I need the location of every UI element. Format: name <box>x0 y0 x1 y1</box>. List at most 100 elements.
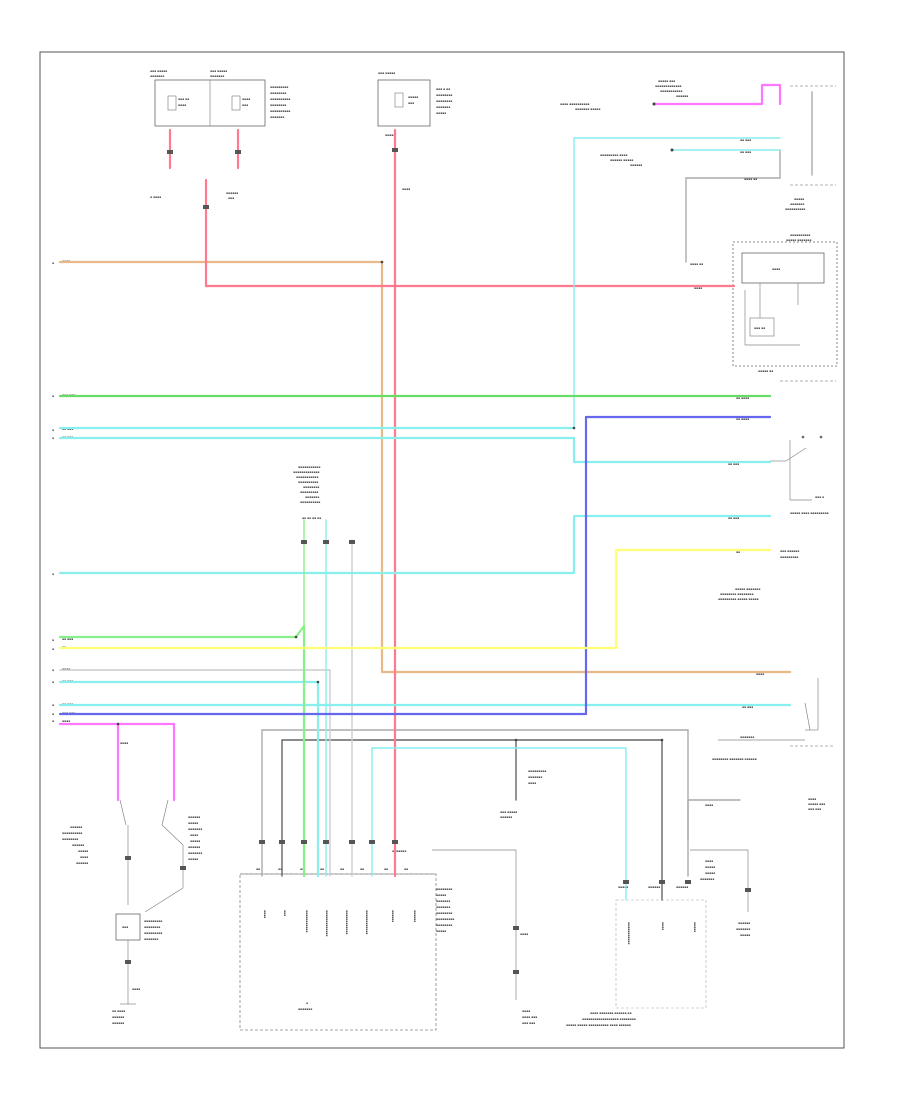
magenta-data-wire <box>652 83 782 106</box>
svg-text:▪: ▪ <box>52 668 54 672</box>
svg-text:▪▪▪▪▪▪▪▪▪▪: ▪▪▪▪▪▪▪▪▪▪ <box>62 831 82 835</box>
svg-text:▪▪▪▪▪▪▪▪: ▪▪▪▪▪▪▪▪ <box>303 485 319 489</box>
right-wire-labels: ▪▪ ▪▪▪▪▪ ▪▪▪▪▪▪▪ ▪▪ ▪▪▪▪ ▪▪▪▪▪▪▪▪ ▪▪▪▪▪▪… <box>690 138 764 709</box>
svg-text:▪▪▪▪▪▪▪▪: ▪▪▪▪▪▪▪▪ <box>436 99 452 103</box>
svg-text:▪▪▪▪: ▪▪▪▪ <box>528 781 536 785</box>
svg-text:▪▪▪▪: ▪▪▪▪ <box>705 803 713 807</box>
svg-text:▪▪▪▪▪ ▪▪▪▪▪ ▪▪▪▪▪▪▪▪▪▪ ▪▪▪▪ ▪▪: ▪▪▪▪▪ ▪▪▪▪▪ ▪▪▪▪▪▪▪▪▪▪ ▪▪▪▪ ▪▪▪▪▪▪ <box>566 1023 631 1027</box>
svg-text:▪▪▪▪▪: ▪▪▪▪▪ <box>618 885 628 889</box>
svg-text:▪▪▪▪▪▪▪▪▪: ▪▪▪▪▪▪▪▪▪ <box>144 919 162 923</box>
svg-text:▪▪▪▪▪▪▪: ▪▪▪▪▪▪▪ <box>740 735 754 739</box>
svg-text:▪▪▪▪▪▪: ▪▪▪▪▪▪ <box>630 163 642 167</box>
svg-text:▪▪▪▪▪▪▪▪▪▪: ▪▪▪▪▪▪▪▪▪▪ <box>790 233 810 237</box>
svg-text:▪▪▪▪▪▪▪▪: ▪▪▪▪▪▪▪▪ <box>436 923 452 927</box>
lower-left-switches: ▪▪▪ ▪▪▪▪▪▪▪▪▪▪▪▪▪▪▪▪▪▪▪▪▪▪▪▪▪▪▪▪▪▪▪▪▪▪▪▪… <box>62 741 202 1025</box>
svg-text:▪▪▪▪▪▪: ▪▪▪▪▪▪ <box>72 843 84 847</box>
svg-text:▪▪▪▪: ▪▪▪▪ <box>178 103 186 107</box>
svg-text:▪▪▪▪▪▪▪▪▪: ▪▪▪▪▪▪▪▪▪ <box>436 917 454 921</box>
svg-text:▪▪▪▪: ▪▪▪▪ <box>62 719 70 723</box>
svg-text:▪▪▪▪▪▪▪▪▪▪: ▪▪▪▪▪▪▪▪▪▪ <box>785 207 805 211</box>
svg-text:▪: ▪ <box>52 647 54 651</box>
svg-text:▪▪▪▪▪: ▪▪▪▪▪ <box>693 922 697 932</box>
svg-text:▪▪▪▪▪▪: ▪▪▪▪▪▪ <box>112 1021 124 1025</box>
svg-text:▪▪▪▪▪▪▪▪▪: ▪▪▪▪▪▪▪▪▪ <box>780 555 798 559</box>
svg-text:▪▪▪▪▪▪: ▪▪▪▪▪▪ <box>676 885 688 889</box>
svg-text:▪▪▪▪▪ ▪▪▪▪ ▪▪▪▪▪▪▪▪▪: ▪▪▪▪▪ ▪▪▪▪ ▪▪▪▪▪▪▪▪▪ <box>790 511 829 515</box>
svg-text:▪▪▪▪▪▪: ▪▪▪▪▪▪ <box>76 861 88 865</box>
svg-text:▪▪▪▪▪: ▪▪▪▪▪ <box>78 849 88 853</box>
svg-text:▪▪▪▪▪▪▪▪▪▪▪▪: ▪▪▪▪▪▪▪▪▪▪▪▪ <box>345 910 349 934</box>
svg-text:▪▪▪▪: ▪▪▪▪ <box>80 855 88 859</box>
abs-connector-label: ▪▪▪▪▪▪▪▪▪▪▪▪▪▪▪▪▪▪▪▪▪▪▪▪▪▪▪▪▪▪▪▪▪▪▪▪▪▪▪▪… <box>293 465 321 520</box>
svg-text:▪▪▪ ▪▪▪▪▪: ▪▪▪ ▪▪▪▪▪ <box>150 69 167 73</box>
orange-wire <box>58 260 792 674</box>
svg-text:▪▪: ▪▪ <box>278 867 282 871</box>
svg-text:▪▪▪▪▪: ▪▪▪▪▪ <box>188 821 198 825</box>
svg-text:▪▪▪▪▪▪▪▪ ▪▪▪▪▪▪▪ ▪▪▪▪▪▪: ▪▪▪▪▪▪▪▪ ▪▪▪▪▪▪▪ ▪▪▪▪▪▪ <box>712 757 757 761</box>
svg-text:▪▪ ▪▪▪▪: ▪▪ ▪▪▪▪ <box>736 396 749 400</box>
svg-text:▪▪▪▪▪: ▪▪▪▪▪ <box>436 111 446 115</box>
svg-text:▪▪▪▪▪▪▪▪: ▪▪▪▪▪▪▪▪ <box>436 887 452 891</box>
svg-text:▪▪▪▪▪▪: ▪▪▪▪▪▪ <box>188 815 200 819</box>
svg-text:▪▪▪▪: ▪▪▪▪ <box>242 97 250 101</box>
svg-text:▪▪▪▪ ▪▪: ▪▪▪▪ ▪▪ <box>744 177 757 181</box>
svg-text:▪▪▪▪: ▪▪▪▪ <box>661 922 665 930</box>
svg-text:▪▪▪▪▪▪▪▪▪: ▪▪▪▪▪▪▪▪▪ <box>528 769 546 773</box>
svg-text:▪▪: ▪▪ <box>340 867 344 871</box>
svg-text:▪▪▪▪▪: ▪▪▪▪▪ <box>190 839 200 843</box>
cyan-wire-c <box>58 514 772 575</box>
svg-text:▪▪▪▪▪: ▪▪▪▪▪ <box>188 857 198 861</box>
svg-text:▪▪▪▪▪▪▪▪▪: ▪▪▪▪▪▪▪▪▪ <box>144 931 162 935</box>
svg-text:▪▪▪▪▪: ▪▪▪▪▪ <box>794 197 804 201</box>
svg-text:▪▪▪▪▪: ▪▪▪▪▪ <box>436 929 446 933</box>
svg-text:▪: ▪ <box>52 719 54 723</box>
svg-text:▪: ▪ <box>52 680 54 684</box>
svg-text:▪▪▪▪▪▪▪▪▪▪▪: ▪▪▪▪▪▪▪▪▪▪▪ <box>660 89 682 93</box>
green-wire-abs <box>58 624 306 878</box>
svg-text:▪▪▪▪▪▪▪▪▪▪▪▪▪: ▪▪▪▪▪▪▪▪▪▪▪▪▪ <box>325 910 329 936</box>
svg-text:▪▪▪▪▪ ▪▪▪: ▪▪▪▪▪ ▪▪▪ <box>808 802 825 806</box>
svg-text:▪▪▪▪▪▪▪ ▪▪▪▪▪: ▪▪▪▪▪▪▪ ▪▪▪▪▪ <box>575 107 600 111</box>
svg-text:▪▪▪: ▪▪▪ <box>242 103 248 107</box>
svg-text:▪▪▪▪▪▪: ▪▪▪▪▪▪ <box>70 825 82 829</box>
svg-text:▪▪▪▪▪▪▪▪▪▪▪▪▪: ▪▪▪▪▪▪▪▪▪▪▪▪▪ <box>655 84 681 88</box>
svg-text:▪▪▪▪▪▪▪: ▪▪▪▪▪▪▪ <box>528 775 542 779</box>
svg-text:▪▪▪▪▪▪▪▪▪: ▪▪▪▪▪▪▪▪▪ <box>300 490 318 494</box>
svg-text:▪▪ ▪▪▪▪: ▪▪ ▪▪▪▪ <box>736 417 749 421</box>
svg-text:▪▪▪▪ ▪▪▪: ▪▪▪▪ ▪▪▪ <box>522 1015 537 1019</box>
svg-text:▪▪▪▪▪▪▪: ▪▪▪▪▪▪▪ <box>736 927 750 931</box>
svg-text:▪▪▪: ▪▪▪ <box>122 925 128 929</box>
svg-text:▪▪▪▪▪▪▪▪ ▪▪▪▪▪▪▪▪: ▪▪▪▪▪▪▪▪ ▪▪▪▪▪▪▪▪ <box>720 592 754 596</box>
svg-text:▪▪▪▪ ▪▪: ▪▪▪▪ ▪▪ <box>690 262 703 266</box>
traction-control-switch: ▪▪▪▪▪▪▪▪ ▪▪▪▪▪▪▪ ▪▪▪▪▪▪ ▪▪▪▪▪▪▪ ▪▪▪▪ ▪▪▪▪▪… <box>705 678 834 811</box>
svg-text:▪▪▪▪▪▪▪: ▪▪▪▪▪▪▪ <box>298 1007 312 1011</box>
left-wire-labels: ▪▪▪▪ ▪▪▪▪▪ ▪▪▪ ▪▪▪▪▪▪▪ ▪▪▪▪▪ ▪▪▪▪▪ ▪▪▪ ▪… <box>52 259 75 723</box>
svg-text:▪: ▪ <box>306 1001 308 1005</box>
svg-text:▪▪▪▪: ▪▪▪▪ <box>756 672 764 676</box>
data-link-connector: ▪▪▪▪▪ ▪▪▪▪▪▪▪▪▪▪▪▪▪▪▪▪▪▪▪▪▪▪▪▪▪▪▪▪▪▪▪▪▪ … <box>560 79 836 211</box>
svg-text:▪▪▪▪: ▪▪▪▪ <box>62 667 70 671</box>
svg-text:▪▪▪▪▪▪▪▪▪▪: ▪▪▪▪▪▪▪▪▪▪ <box>300 500 320 504</box>
svg-text:▪▪▪▪▪▪▪▪: ▪▪▪▪▪▪▪▪ <box>144 925 160 929</box>
svg-text:▪▪▪▪▪▪▪: ▪▪▪▪▪▪▪ <box>436 905 450 909</box>
svg-text:▪▪▪▪▪▪▪: ▪▪▪▪▪▪▪ <box>144 937 158 941</box>
svg-text:▪▪: ▪▪ <box>300 867 304 871</box>
cyan-wire-g <box>371 747 627 901</box>
svg-text:▪▪▪▪▪▪▪: ▪▪▪▪▪▪▪ <box>700 877 714 881</box>
svg-text:▪▪▪▪ ▪▪▪▪▪▪▪▪▪▪: ▪▪▪▪ ▪▪▪▪▪▪▪▪▪▪ <box>560 102 589 106</box>
svg-text:▪▪▪▪: ▪▪▪▪ <box>522 1009 530 1013</box>
svg-text:▪▪ ▪▪▪: ▪▪ ▪▪▪ <box>740 138 751 142</box>
svg-text:▪▪▪▪: ▪▪▪▪ <box>132 987 140 991</box>
svg-text:▪▪▪ ▪▪▪▪▪: ▪▪▪ ▪▪▪▪▪ <box>378 71 395 75</box>
svg-text:▪▪▪▪▪▪▪: ▪▪▪▪▪▪▪ <box>188 851 202 855</box>
svg-text:▪: ▪ <box>52 428 54 432</box>
red-feed-wire <box>204 178 736 288</box>
svg-text:▪▪▪▪▪▪▪▪: ▪▪▪▪▪▪▪▪ <box>62 837 78 841</box>
svg-text:▪▪ ▪▪▪: ▪▪ ▪▪▪ <box>62 637 73 641</box>
svg-text:▪▪▪▪▪▪▪▪▪▪▪▪: ▪▪▪▪▪▪▪▪▪▪▪▪ <box>365 910 369 934</box>
svg-text:▪▪▪▪▪▪▪: ▪▪▪▪▪▪▪ <box>188 827 202 831</box>
svg-text:▪▪▪▪▪▪▪: ▪▪▪▪▪▪▪ <box>790 202 804 206</box>
svg-text:▪▪▪▪▪▪▪▪▪▪: ▪▪▪▪▪▪▪▪▪▪ <box>270 97 290 101</box>
svg-text:▪▪ ▪▪▪▪: ▪▪ ▪▪▪▪ <box>112 1009 125 1013</box>
